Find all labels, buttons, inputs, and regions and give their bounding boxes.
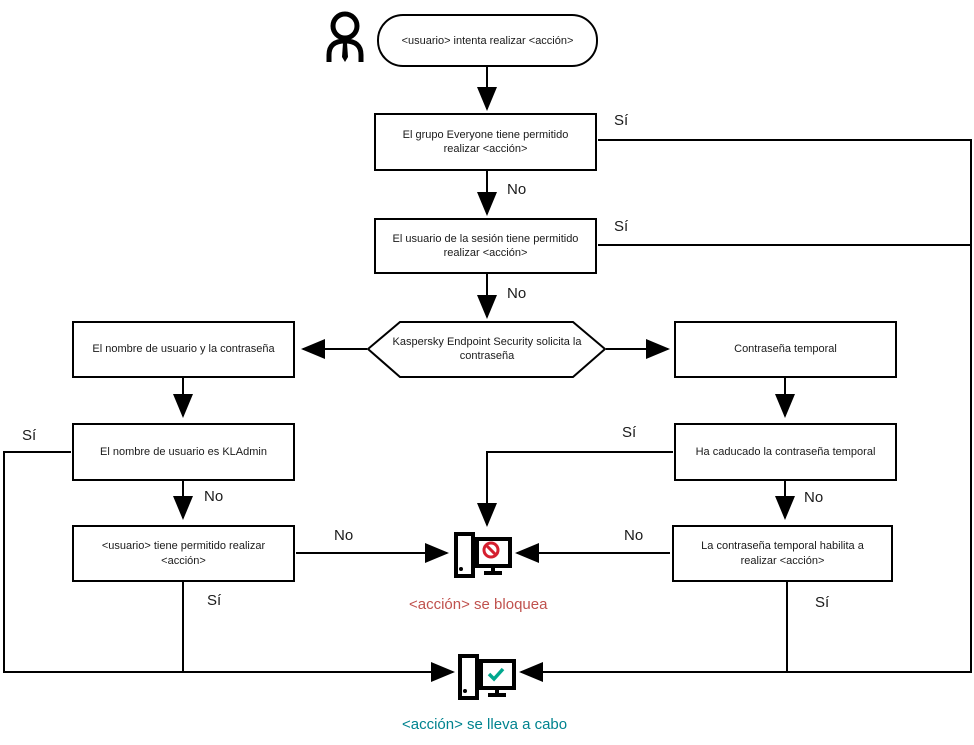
node-session-user-allowed: El usuario de la sesión tiene permitido …	[374, 218, 597, 274]
node-temp-expired-label: Ha caducado la contraseña temporal	[695, 445, 876, 458]
node-temp-allows-label: La contraseña temporal habilita a realiz…	[701, 540, 864, 567]
node-temp-expired: Ha caducado la contraseña temporal	[674, 423, 897, 481]
node-session-user-allowed-label: El usuario de la sesión tiene permitido …	[392, 232, 579, 259]
node-kladmin-label: El nombre de usuario es KLAdmin	[100, 445, 267, 458]
blocked-computer-icon	[454, 532, 512, 578]
node-everyone-allowed-label: El grupo Everyone tiene permitido realiz…	[402, 128, 569, 155]
edge-label-yes-temp-expired: Sí	[622, 424, 637, 441]
node-kladmin: El nombre de usuario es KLAdmin	[72, 423, 295, 481]
edge-label-yes-session: Sí	[614, 218, 629, 235]
edge-kladmin-yes-performed	[3, 451, 455, 682]
edge-everyone-yes-performed	[519, 139, 972, 682]
edge-label-yes-everyone: Sí	[614, 112, 629, 129]
node-temp-password-label: Contraseña temporal	[734, 343, 837, 356]
edge-label-no-everyone: No	[507, 181, 527, 198]
edge-label-yes-kladmin: Sí	[22, 427, 37, 444]
edge-label-no-session: No	[507, 285, 527, 302]
node-kes-prompt: Kaspersky Endpoint Security solicita la …	[392, 327, 582, 371]
prohibition-icon	[482, 541, 500, 559]
edge-tempexpired-yes-blocked	[477, 451, 673, 527]
node-user-allowed-label: <usuario> tiene permitido realizar <acci…	[101, 540, 266, 567]
edge-label-yes-temp-allows: Sí	[815, 594, 830, 611]
performed-computer-icon	[458, 654, 516, 700]
edge-label-no-kladmin: No	[204, 488, 224, 505]
hexagon-node-shape	[366, 321, 607, 378]
node-user-password-label: El nombre de usuario y la contraseña	[92, 343, 275, 356]
node-user-allowed: <usuario> tiene permitido realizar <acci…	[72, 525, 295, 582]
edge-label-no-user-allowed: No	[334, 527, 354, 544]
user-icon	[326, 11, 364, 62]
edge-label-no-temp-expired: No	[804, 489, 824, 506]
edge-label-yes-user-allowed: Sí	[207, 592, 222, 609]
node-user-password: El nombre de usuario y la contraseña	[72, 321, 295, 378]
node-kes-prompt-label: Kaspersky Endpoint Security solicita la …	[392, 335, 582, 362]
node-start: <usuario> intenta realizar <acción>	[377, 14, 598, 67]
node-start-label: <usuario> intenta realizar <acción>	[401, 34, 574, 47]
edge-label-no-temp-allows: No	[624, 527, 644, 544]
checkmark-icon	[487, 667, 505, 682]
node-temp-allows: La contraseña temporal habilita a realiz…	[672, 525, 893, 582]
node-everyone-allowed: El grupo Everyone tiene permitido realiz…	[374, 113, 597, 171]
blocked-outcome-caption: <acción> se bloquea	[409, 596, 548, 613]
node-temp-password: Contraseña temporal	[674, 321, 897, 378]
performed-outcome-caption: <acción> se lleva a cabo	[402, 716, 568, 733]
